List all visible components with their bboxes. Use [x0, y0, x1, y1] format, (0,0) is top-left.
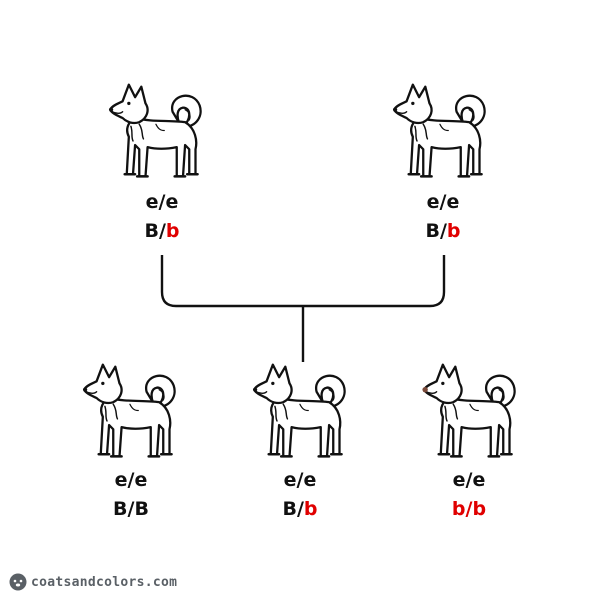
allele-slash: /	[127, 498, 135, 520]
offspring-2-e-locus: e/e	[283, 469, 317, 491]
parent-2-e-locus: e/e	[426, 191, 460, 213]
parent-1-b-locus: B/b	[102, 217, 222, 246]
parent-1-dog-icon	[108, 83, 202, 178]
dog-face-logo-icon	[9, 573, 27, 591]
offspring-1-genotype: e/e B/B	[71, 466, 191, 524]
offspring-1-b-allele-1: B	[113, 498, 128, 520]
parent-2-dog-icon	[392, 83, 486, 178]
parent-1-b-allele-2: b	[165, 220, 180, 242]
allele-slash: /	[439, 220, 447, 242]
offspring-3-b-locus: b/b	[409, 495, 529, 524]
offspring-3-dog-icon	[422, 363, 516, 458]
offspring-1-e-locus: e/e	[114, 469, 148, 491]
parent-2-genotype: e/e B/b	[383, 188, 503, 246]
offspring-2-b-allele-1: B	[282, 498, 297, 520]
offspring-3-b-allele-1: b	[451, 498, 466, 520]
allele-slash: /	[158, 220, 166, 242]
offspring-3-b-allele-2: b	[472, 498, 487, 520]
offspring-3-genotype: e/e b/b	[409, 466, 529, 524]
offspring-2-dog-icon	[252, 363, 346, 458]
parent-1-genotype: e/e B/b	[102, 188, 222, 246]
parent-1-e-locus: e/e	[145, 191, 179, 213]
offspring-1-b-locus: B/B	[71, 495, 191, 524]
allele-slash: /	[296, 498, 304, 520]
watermark: coatsandcolors.com	[9, 572, 177, 592]
parent-connector-line	[160, 255, 446, 308]
parent-2-b-allele-1: B	[425, 220, 440, 242]
offspring-2-b-allele-2: b	[303, 498, 318, 520]
parent-2-b-locus: B/b	[383, 217, 503, 246]
offspring-3-e-locus: e/e	[452, 469, 486, 491]
parent-2-b-allele-2: b	[446, 220, 461, 242]
watermark-text: coatsandcolors.com	[31, 574, 178, 590]
offspring-2-b-locus: B/b	[240, 495, 360, 524]
offspring-1-b-allele-2: B	[134, 498, 149, 520]
allele-slash: /	[465, 498, 473, 520]
offspring-1-dog-icon	[82, 363, 176, 458]
offspring-2-genotype: e/e B/b	[240, 466, 360, 524]
parent-1-b-allele-1: B	[144, 220, 159, 242]
